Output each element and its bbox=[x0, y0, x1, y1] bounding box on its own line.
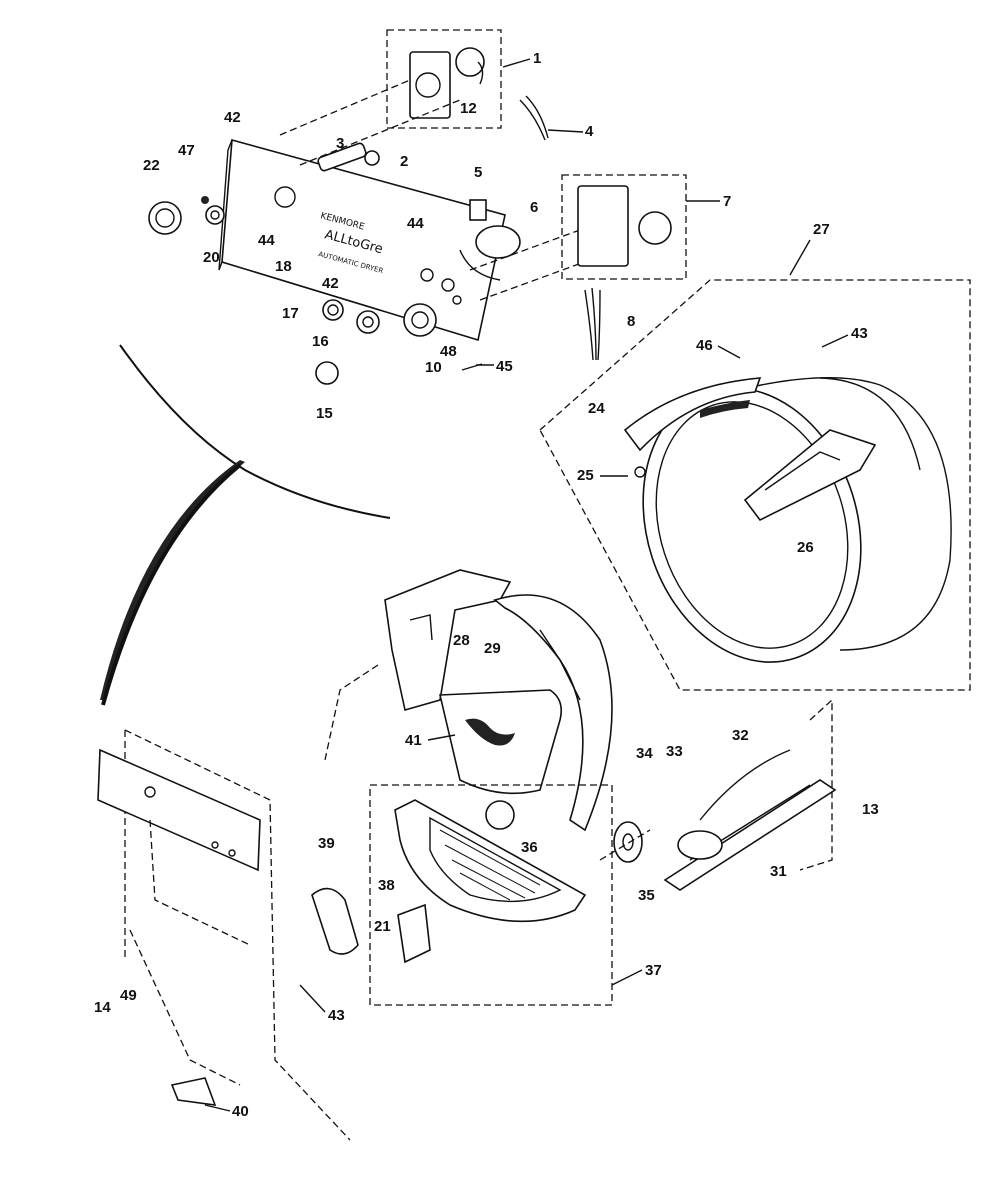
callout-17: 17 bbox=[282, 305, 299, 322]
callout-31: 31 bbox=[770, 863, 787, 880]
callout-3: 3 bbox=[336, 135, 344, 152]
seal-36 bbox=[485, 800, 515, 830]
lint-screen-grid bbox=[439, 829, 541, 901]
knob-20 bbox=[205, 205, 225, 225]
callout-12: 12 bbox=[460, 100, 477, 117]
callout-29: 29 bbox=[484, 640, 501, 657]
callout-28: 28 bbox=[453, 632, 470, 649]
callout-14: 14 bbox=[94, 999, 111, 1016]
callout-43-bottom: 43 bbox=[328, 1007, 345, 1024]
switch-assembly-7 bbox=[561, 174, 687, 280]
knob-22 bbox=[148, 201, 182, 235]
callout-2: 2 bbox=[400, 153, 408, 170]
callout-27: 27 bbox=[813, 221, 830, 238]
knob-17 bbox=[322, 299, 344, 321]
callout-36: 36 bbox=[521, 839, 538, 856]
callout-8: 8 bbox=[627, 313, 635, 330]
callout-47: 46 bbox=[696, 337, 713, 354]
knob-10 bbox=[403, 303, 437, 337]
top-cover bbox=[100, 344, 391, 706]
callout-labels: 1 2 3 4 5 6 7 8 10 12 13 14 15 16 17 18 … bbox=[94, 50, 879, 1120]
baffle-24 bbox=[623, 377, 762, 478]
motor-mount-31 bbox=[663, 698, 837, 891]
callout-46: 45 bbox=[496, 358, 513, 375]
callout-5: 5 bbox=[474, 164, 482, 181]
control-panel-console: KENMORE ALLtoGre AUTOMATIC DRYER bbox=[218, 79, 591, 342]
callout-25: 25 bbox=[577, 467, 594, 484]
callout-26: 26 bbox=[797, 539, 814, 556]
callout-21: 21 bbox=[374, 918, 391, 935]
callout-24: 24 bbox=[588, 400, 605, 417]
lint-housing-37 bbox=[369, 784, 613, 1006]
front-bulkhead-41 bbox=[439, 689, 563, 795]
callout-15: 15 bbox=[316, 405, 333, 422]
drum-assembly-27 bbox=[539, 279, 971, 691]
front-panel bbox=[97, 729, 351, 1141]
knob-16 bbox=[356, 310, 380, 334]
callout-39: 39 bbox=[318, 835, 335, 852]
pulley-35 bbox=[599, 821, 651, 863]
switch-assembly-3 bbox=[317, 142, 380, 172]
clip-48 bbox=[201, 196, 209, 204]
callout-37: 37 bbox=[645, 962, 662, 979]
knob-15 bbox=[315, 361, 339, 385]
callout-18: 18 bbox=[275, 258, 292, 275]
hinge-40 bbox=[170, 1077, 217, 1106]
lamp-socket-5-6 bbox=[459, 199, 521, 281]
callout-38: 38 bbox=[378, 877, 395, 894]
wire-harness-4 bbox=[519, 95, 549, 141]
lens-39 bbox=[311, 887, 359, 955]
callout-41: 41 bbox=[405, 732, 422, 749]
callout-43-top: 43 bbox=[851, 325, 868, 342]
callout-33: 33 bbox=[666, 743, 683, 760]
callout-42-top: 42 bbox=[224, 109, 241, 126]
callout-44-left: 44 bbox=[258, 232, 275, 249]
callout-44-mid: 44 bbox=[407, 215, 424, 232]
callout-10: 10 bbox=[425, 359, 442, 376]
callout-16: 16 bbox=[312, 333, 329, 350]
callout-35: 35 bbox=[638, 887, 655, 904]
callout-34: 34 bbox=[636, 745, 653, 762]
callout-48: 47 bbox=[178, 142, 195, 159]
duct-29 bbox=[493, 594, 613, 832]
callout-32: 32 bbox=[732, 727, 749, 744]
callout-44-bottom: 48 bbox=[440, 343, 457, 360]
callout-20: 20 bbox=[203, 249, 220, 266]
bracket-38 bbox=[397, 903, 431, 964]
callout-6: 6 bbox=[530, 199, 538, 216]
callout-49: 49 bbox=[120, 987, 137, 1004]
callout-4: 4 bbox=[585, 123, 594, 140]
callout-42-mid: 42 bbox=[322, 275, 339, 292]
duct-28 bbox=[324, 569, 512, 761]
callout-1: 1 bbox=[533, 50, 541, 67]
callout-7: 7 bbox=[723, 193, 731, 210]
timer-motor-assembly-group bbox=[386, 29, 502, 129]
callout-40: 40 bbox=[232, 1103, 249, 1120]
rod-32 bbox=[699, 749, 791, 821]
wires-8 bbox=[584, 287, 601, 361]
callout-22: 22 bbox=[143, 157, 160, 174]
callout-13: 13 bbox=[862, 801, 879, 818]
